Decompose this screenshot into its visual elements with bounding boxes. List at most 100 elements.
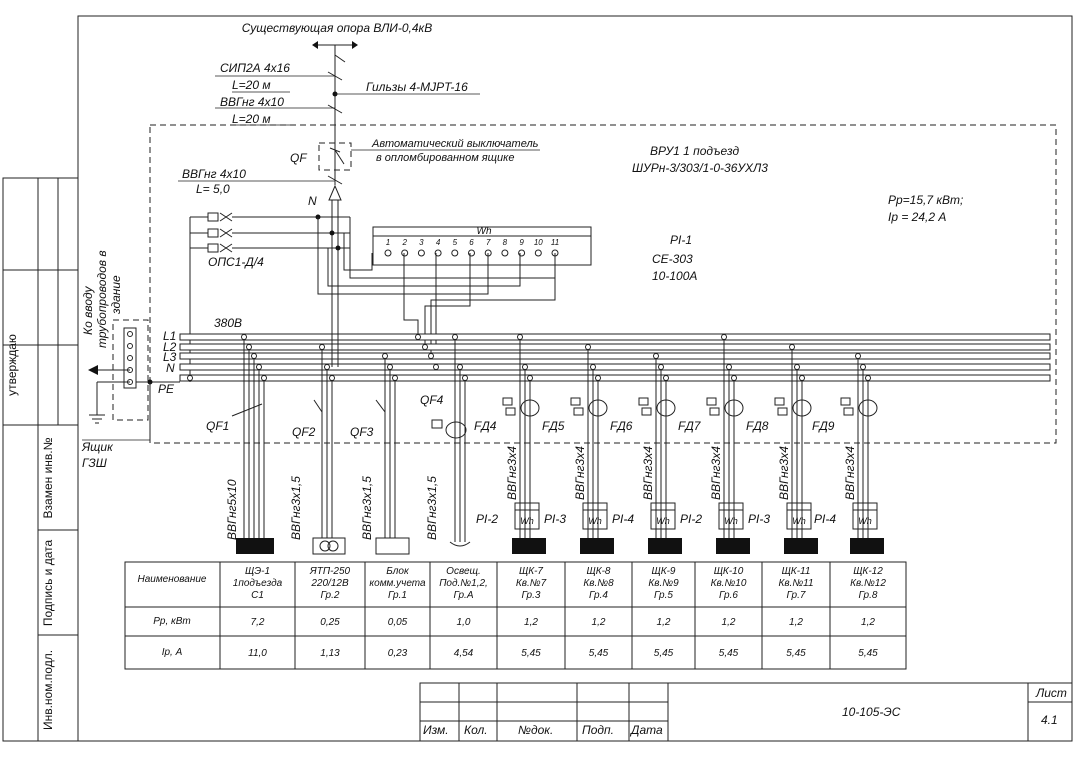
stamp-header-doc: №док. [518,723,553,737]
fd-label: FД8 [746,419,769,433]
load-box [850,538,884,554]
table-column-name: ЩК-8 [586,566,610,577]
table-column-name: ЯТП-250 [309,566,351,577]
gzsh-box: Ко вводу трубопроводов в здание Ящик ГЗШ [81,250,180,470]
title-stamp: Изм. Кол. №док. Подп. Дата 10-105-ЭС Лис… [419,682,1073,742]
table-column-name: ЩК-7 [519,566,543,577]
table-row-header: Рр, кВт [153,616,191,627]
sub-meter-label: Wh [588,516,602,526]
table-cell-ip: 5,45 [858,648,878,659]
table-cell-pr: 1,2 [861,617,875,628]
table-column-name: ЩК-10 [714,566,744,577]
table-cell-ip: 1,13 [320,648,340,659]
table-column-name: Освещ. [446,566,481,577]
meter-terminal-number: 1 [386,238,390,247]
table-cell-pr: 7,2 [251,617,265,628]
fd-label: FД7 [678,419,702,433]
bus-l1-label: L1 [163,329,176,343]
table-cell-ip: 11,0 [248,648,267,659]
meter-terminal-number: 2 [401,238,407,247]
meter-terminal-number: 8 [503,238,508,247]
table-column-name: С1 [251,590,264,601]
load-box [512,538,546,554]
table-cell-ip: 5,45 [589,648,609,659]
breaker-note-1: Автоматический выключатель [371,138,539,150]
fd-label: FД4 [474,419,497,433]
meter-terminal: 5 [451,238,459,257]
main-breaker: QF Автоматический выключатель в опломбир… [178,138,540,275]
side-label-signature: Подпись и дата [41,540,55,627]
cable-label: ВВГнг3х4 [843,446,857,500]
sub-meter-pi: PI-2 [680,512,702,526]
table-column-name: Гр.А [453,590,473,601]
table-column-name: Кв.№8 [583,578,614,589]
table-row-header: Наименование [137,574,206,585]
meter-terminal: 6 [468,238,475,257]
table-cell-ip: 5,45 [654,648,674,659]
table-cell-pr: 1,2 [592,617,606,628]
table-cell-pr: 1,2 [722,617,736,628]
meter-terminal: 4 [434,238,442,257]
meter-terminal: 10 [534,238,543,257]
side-label-replace: Взамен инв.№ [41,437,55,518]
cable-label: ВВГнг3х1,5 [425,476,439,540]
table-column-name: Кв.№12 [850,578,886,589]
table-column-name: Гр.3 [522,590,541,601]
cable-label: ВВГнг3х1,5 [360,476,374,540]
bus-l2-label: L2 [163,340,177,354]
load-box [784,538,818,554]
meter-terminal-number: 3 [419,238,424,247]
table-column-name: Гр.5 [654,590,673,601]
sub-meter-label: Wh [858,516,872,526]
table-cell-pr: 0,05 [388,617,408,628]
table-cell-pr: 0,25 [320,617,340,628]
bus-l3-label: L3 [163,350,177,364]
qf2-label: QF2 [292,425,316,439]
voltage-label: 380В [214,316,242,330]
meter-terminal-number: 11 [551,238,559,247]
meter-terminal: 3 [417,238,425,257]
qf3-label: QF3 [350,425,374,439]
load-box [648,538,682,554]
pole-label: Существующая опора ВЛИ-0,4кВ [242,21,432,35]
meter-terminal: 2 [401,238,409,257]
cable-label: ВВГнг3х4 [573,446,587,500]
table-cell-ip: 4,54 [454,648,474,659]
pipe-entry-label-3: здание [109,275,123,315]
vru-enclosure [149,124,1057,444]
meter-title: Wh [477,226,492,237]
sub-meter-label: Wh [520,516,534,526]
table-cell-pr: 1,2 [657,617,671,628]
table-column-name: Кв.№11 [778,578,813,589]
meter-terminal: 1 [384,238,392,257]
doc-code: 10-105-ЭС [842,705,901,719]
table-cell-ip: 0,23 [388,648,408,659]
table-cell-pr: 1,2 [789,617,803,628]
table-column-name: Гр.8 [859,590,878,601]
table-column-name: ЩК-12 [853,566,883,577]
n-label: N [308,194,317,208]
fd-label: FД6 [610,419,633,433]
transformer-box [312,537,346,555]
meter-terminal-number: 6 [469,238,474,247]
side-strip: утверждаю Взамен инв.№ Подпись и дата Ин… [2,177,79,742]
stamp-header-date: Дата [629,723,663,737]
sub-meter-label: Wh [792,516,806,526]
qf4-label: QF4 [420,393,444,407]
bus-pe-label: PE [158,382,175,396]
meter-terminal-number: 10 [534,238,543,247]
pi1-model: CE-303 [652,252,693,266]
sub-meter-pi: PI-4 [612,512,634,526]
cable-label: ВВГнг3х4 [709,446,723,500]
breaker-note-2: в опломбированном ящике [376,152,514,164]
bus-bars: 380В L1 L2 L3 N PE [158,275,1051,396]
sub-meter-pi: PI-3 [544,512,566,526]
vvg-input-label: ВВГнг 4х10 [220,95,284,109]
sub-meter-pi: PI-2 [476,512,498,526]
stamp-header-sign: Подп. [582,723,614,737]
